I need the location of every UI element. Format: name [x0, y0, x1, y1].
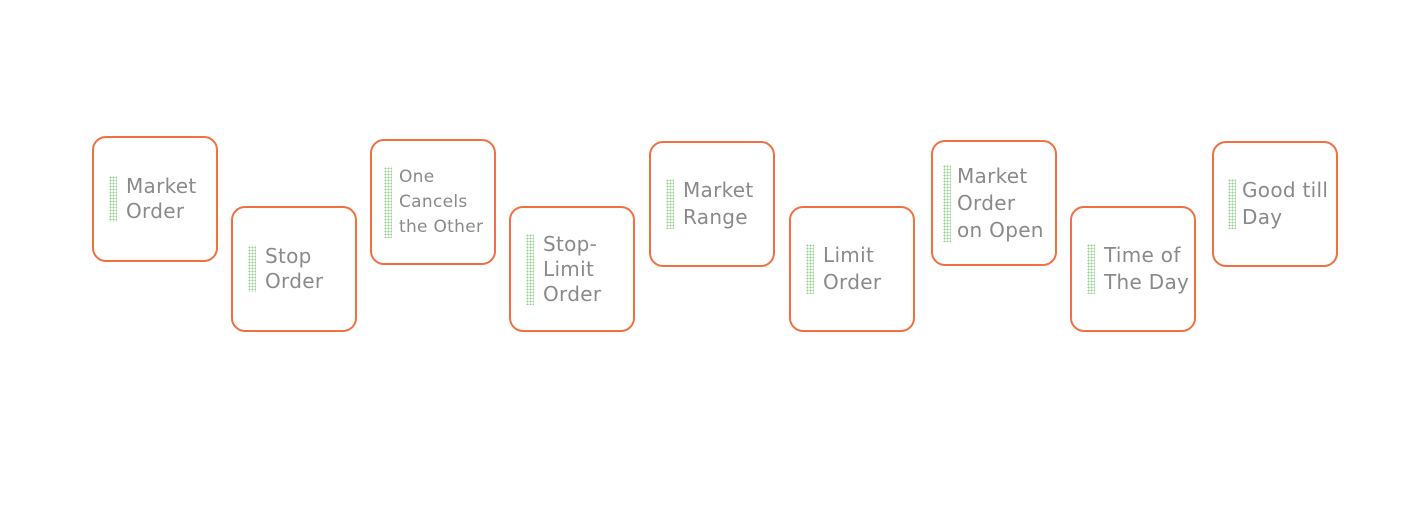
dotted-marker-icon	[526, 233, 534, 305]
order-card-limit-order: Limit Order	[789, 206, 915, 332]
order-card-label: Stop Order	[265, 244, 324, 293]
dotted-marker-icon	[384, 166, 392, 238]
order-card-label: Good till Day	[1242, 178, 1329, 229]
order-card-stop-order: Stop Order	[231, 206, 357, 332]
order-card-market-range: Market Range	[649, 141, 775, 267]
order-card-label: Market Order	[126, 174, 197, 223]
dotted-marker-icon	[109, 176, 117, 222]
dotted-marker-icon	[943, 164, 951, 242]
dotted-marker-icon	[806, 244, 814, 294]
order-card-good-till-day: Good till Day	[1212, 141, 1338, 267]
order-card-one-cancels-the-other: One Cancels the Other	[370, 139, 496, 265]
dotted-marker-icon	[666, 179, 674, 229]
order-card-stop-limit-order: Stop- Limit Order	[509, 206, 635, 332]
order-card-market-order-on-open: Market Order on Open	[931, 140, 1057, 266]
order-card-label: Limit Order	[823, 243, 882, 294]
order-card-label: One Cancels the Other	[399, 166, 484, 237]
dotted-marker-icon	[1087, 244, 1095, 294]
dotted-marker-icon	[1228, 179, 1236, 229]
order-card-market-order: Market Order	[92, 136, 218, 262]
order-card-time-of-the-day: Time of The Day	[1070, 206, 1196, 332]
order-card-label: Market Order on Open	[957, 163, 1044, 242]
order-card-label: Time of The Day	[1104, 243, 1190, 294]
dotted-marker-icon	[248, 246, 256, 292]
order-card-label: Market Range	[683, 178, 754, 229]
order-card-label: Stop- Limit Order	[543, 231, 602, 306]
